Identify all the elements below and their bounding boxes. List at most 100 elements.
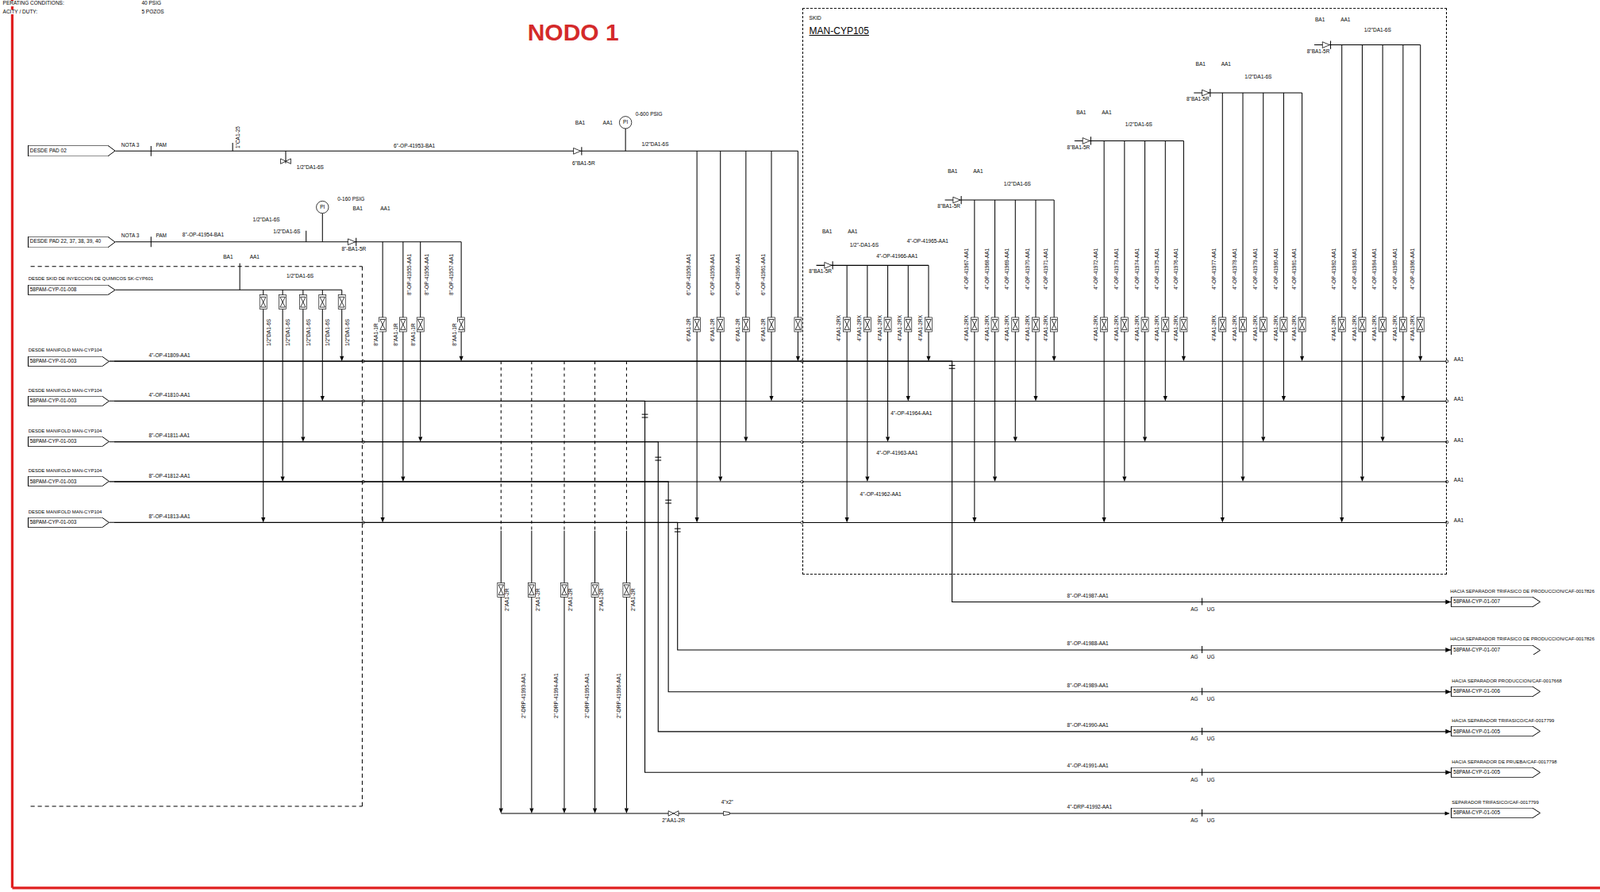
gate-valve (1142, 319, 1147, 331)
gate-valve (972, 319, 977, 331)
connector-heading: DESDE MANIFOLD MAN-CYP104 (27, 347, 104, 353)
connector-heading: DESDE MANIFOLD MAN-CYP104 (27, 388, 104, 393)
drawing-number: 58PAM-CYP-01-005 (1453, 729, 1500, 735)
pipe-label: BA1 (222, 254, 234, 261)
pipe-line (461, 242, 462, 357)
flow-arrow (796, 356, 800, 362)
valve-body (716, 317, 724, 332)
valve-body (1100, 317, 1108, 332)
offpage-box: 58PAM-CYP-01-005 (1450, 807, 1541, 819)
pipe-label: 4"-OP-41809-AA1 (147, 353, 191, 359)
diagram-title: NODO 1 (527, 20, 620, 45)
pentagon-shape (27, 145, 115, 157)
valve-body (1338, 317, 1346, 332)
line-tag: 2"-DRP-41993-AA1 (521, 673, 527, 720)
connector-heading: SEPARADOR TRIFASICO/CAF-0017799 (1450, 800, 1539, 805)
arrow-head (1445, 769, 1451, 775)
flow-arrow (300, 436, 305, 442)
pipe-label: PI (622, 119, 629, 126)
line-tag: 6"AA1-2R (735, 317, 742, 343)
pipe-node (619, 116, 631, 129)
pipe-label: BA1 (352, 206, 364, 212)
line-number: 8"-OP-41987-AA1 (1066, 593, 1110, 600)
line-number: 8"-OP-41990-AA1 (1066, 723, 1110, 729)
pipe-line (115, 150, 798, 152)
pipe-line (530, 530, 532, 809)
drawing-number: 58PAM-CYP-01-003 (30, 398, 77, 404)
offpage-connector: HACIA SEPARADOR DE PRUEBA/CAF-001779858P… (1450, 759, 1541, 778)
gate-valve (1280, 319, 1286, 331)
pipe-connector (109, 361, 1452, 604)
line-tag: 8"-OP-41956-AA1 (424, 253, 431, 297)
pipe-label: AA1 (1453, 357, 1465, 363)
pipe-line (927, 265, 929, 356)
pipe-label: 4"-OP-41962-AA1 (859, 492, 903, 498)
valve-body (1298, 317, 1306, 332)
pipe-line (846, 265, 848, 518)
drawing-number: 58PAM-CYP-01-003 (30, 438, 77, 445)
connector-heading: DESDE MANIFOLD MAN-CYP104 (27, 468, 104, 474)
line-tag: 4"AA1-2RX (897, 314, 904, 343)
pipe-line (594, 361, 596, 531)
gate-valve (529, 584, 535, 596)
pipe-line (1165, 140, 1166, 397)
line-tag: 4"AA1-2RX (1410, 314, 1416, 343)
line-number: 8"-OP-41988-AA1 (1066, 641, 1110, 647)
pipe-line (696, 150, 698, 518)
valve-body (338, 295, 346, 310)
line-tag: 8"-OP-41955-AA1 (407, 253, 413, 297)
pipe-line (1123, 140, 1125, 477)
pipe-label: AA1 (1453, 477, 1465, 484)
pipe-label: BA1 (821, 229, 833, 235)
pipe-line (262, 289, 264, 518)
gate-valve (280, 296, 285, 308)
line-tag: 4"-OP-41984-AA1 (1372, 247, 1378, 291)
connector-heading: HACIA SEPARADOR PRODUCCION/CAF-0017668 (1450, 678, 1563, 684)
line-tag: 4"-OP-41975-AA1 (1154, 247, 1161, 291)
offpage-connector: DESDE MANIFOLD MAN-CYP104 58PAM-CYP-01-00… (27, 388, 110, 407)
offpage-box: 58PAM-CYP-01-003 (27, 476, 110, 487)
line-tag: 4"AA1-2RX (964, 314, 970, 343)
gate-valve (865, 319, 870, 331)
gate-valve (380, 319, 385, 331)
line-tag: 4"AA1-2RX (857, 314, 863, 343)
valve-body (299, 295, 307, 310)
flow-arrow (261, 517, 266, 523)
pipe-label: AA1 (1100, 110, 1112, 116)
pipe-line (961, 196, 962, 204)
pipe-line (866, 265, 868, 477)
pipe-path (109, 522, 1452, 650)
offpage-box: 58PAM-CYP-01-005 (1450, 726, 1541, 737)
line-tag: 6"-OP-41958-AA1 (686, 253, 693, 297)
pipe-label: AA1 (1453, 518, 1465, 524)
pipe-line (887, 265, 889, 437)
pipe-line (1382, 45, 1384, 438)
flow-arrow (718, 476, 723, 482)
offpage-connector: DESDE MANIFOLD MAN-CYP10458PAM-CYP-01-00… (27, 347, 110, 366)
connector-heading: DESDE MANIFOLD MAN-CYP104 (27, 509, 104, 515)
flow-arrow (1261, 436, 1266, 442)
pipe-connector (109, 522, 1452, 653)
arrow-head (1445, 689, 1451, 695)
gate-valve (884, 319, 890, 331)
line-tag: 2"-DRP-41994-AA1 (553, 673, 560, 720)
line-tag: 8"-OP-41957-AA1 (449, 253, 455, 297)
offpage-connector: DESDE MANIFOLD MAN-CYP10458PAM-CYP-01-00… (27, 509, 110, 528)
valve-body (591, 582, 599, 597)
arrow-head (1445, 600, 1451, 605)
pipe-label: 4"-OP-41965-AA1 (906, 238, 950, 245)
pipe-label: ACITY / DUTY: (2, 9, 39, 16)
gate-valve (498, 584, 504, 596)
pentagon-shape (1451, 686, 1541, 697)
flow-arrow (1102, 517, 1107, 523)
gate-valve (458, 319, 464, 331)
pentagon-shape (27, 517, 109, 528)
pipe-line (994, 200, 996, 477)
line-tag: 4"AA1-2RX (1043, 314, 1050, 343)
valve-body (1032, 317, 1040, 332)
flow-arrow (695, 517, 700, 523)
pipe-node (1445, 360, 1448, 363)
flow-arrow (845, 517, 850, 523)
line-tag: 1/2"DA1-6S (285, 318, 292, 347)
